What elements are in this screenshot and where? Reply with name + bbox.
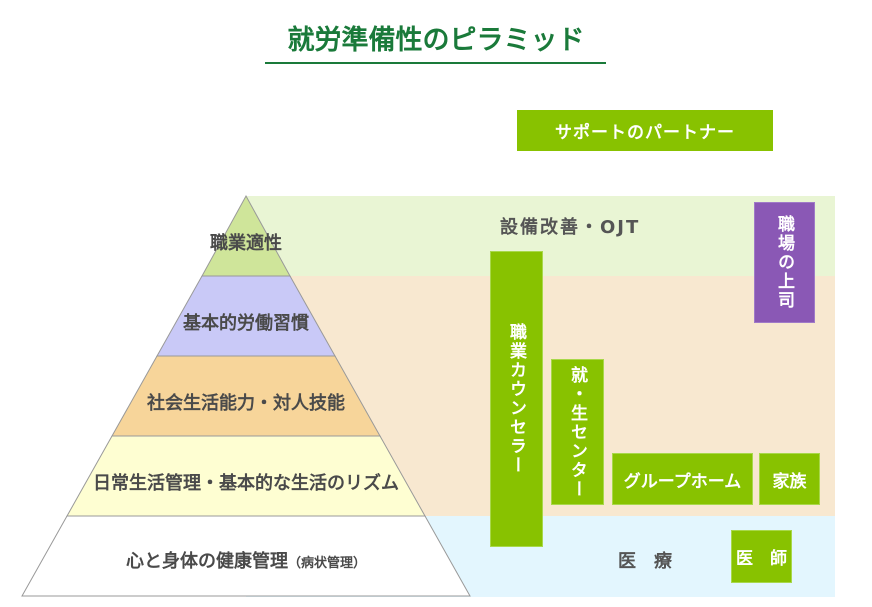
support-partner-header: サポートのパートナー xyxy=(517,110,773,151)
health-label: 心と身体の健康管理 xyxy=(125,551,288,572)
title-underline xyxy=(265,62,606,64)
layer-label-health: 心と身体の健康管理（病状管理） xyxy=(22,547,470,573)
health-sublabel: （病状管理） xyxy=(287,556,366,571)
partner-counselor: 職業カウンセラー xyxy=(490,251,543,547)
pyramid-layer-5 xyxy=(21,515,471,597)
layer-label-social-skills: 社会生活能力・対人技能 xyxy=(147,393,345,414)
partner-workplace-boss: 職場の上司 xyxy=(754,202,815,323)
page-title: 就労準備性のピラミッド xyxy=(287,25,585,56)
partner-doctor: 医 師 xyxy=(731,530,792,583)
layer-label-work-habits: 基本的労働習慣 xyxy=(183,313,309,334)
partner-group-home: グループホーム xyxy=(612,453,753,505)
medical-label: 医 療 xyxy=(618,551,672,572)
ojt-label: 設備改善・OJT xyxy=(500,217,641,238)
layer-label-daily-life: 日常生活管理・基本的な生活のリズム xyxy=(93,473,399,494)
layer-label-aptitude: 職業適性 xyxy=(210,233,282,254)
partner-center: 就・生センター xyxy=(551,359,604,505)
partner-family: 家族 xyxy=(759,453,820,505)
